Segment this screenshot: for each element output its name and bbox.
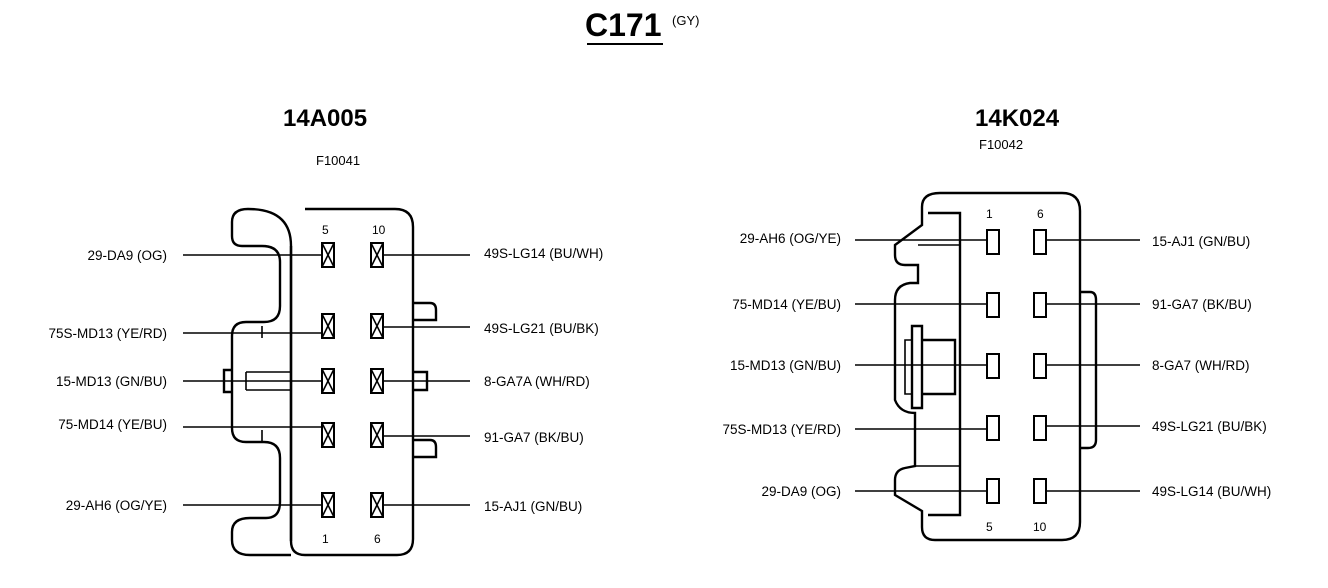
latch-lower-right [413,438,438,459]
wire-label: 8-GA7A (WH/RD) [484,374,590,389]
wire-label: 49S-LG14 (BU/WH) [1152,484,1271,499]
diagram-title: C171 [585,7,662,43]
wire-label: 8-GA7 (WH/RD) [1152,358,1250,373]
terminal-cavity [370,422,384,448]
connector-14k024: 14K024 F10042 1 6 5 10 [722,105,1271,542]
wire-label: 15-AJ1 (GN/BU) [1152,234,1250,249]
pin-number-1: 1 [986,207,993,221]
pin-number-10: 10 [372,223,386,237]
connector-figure-id: F10042 [979,137,1023,152]
pin-number-1: 1 [322,532,329,546]
title-color-code: (GY) [672,13,699,28]
wire-label: 49S-LG21 (BU/BK) [1152,419,1267,434]
wire-label: 49S-LG21 (BU/BK) [484,321,599,336]
wire-label: 49S-LG14 (BU/WH) [484,246,603,261]
terminal-cavity [1033,478,1047,504]
wire-label: 75-MD14 (YE/BU) [732,297,841,312]
terminal-cavity [986,292,1000,318]
terminal-cavity [1033,229,1047,255]
center-lock-body [922,338,957,396]
center-lock-cap [904,339,913,395]
connector-14a005: 14A005 F10041 5 10 1 6 [48,105,603,557]
terminal-cavity [986,229,1000,255]
terminal-cavity [986,353,1000,379]
wire-label: 91-GA7 (BK/BU) [1152,297,1252,312]
terminal-cavities [986,229,1047,504]
pin-number-6: 6 [1037,207,1044,221]
latch-upper-right [413,301,438,322]
terminal-cavity [1033,415,1047,441]
terminal-cavity [370,313,384,339]
wire-label: 91-GA7 (BK/BU) [484,430,584,445]
wire-label: 75S-MD13 (YE/RD) [48,326,167,341]
pin-number-5: 5 [322,223,329,237]
wire-label: 29-AH6 (OG/YE) [740,231,841,246]
terminal-cavity [321,368,335,394]
wire-label: 29-DA9 (OG) [761,484,841,499]
connector-part-number: 14K024 [975,105,1060,132]
leader-lines [183,254,470,506]
wire-label: 75S-MD13 (YE/RD) [722,422,841,437]
terminal-cavity [321,422,335,448]
connector-figure-id: F10041 [316,153,360,168]
terminal-cavity [370,368,384,394]
terminal-cavity [1033,353,1047,379]
housing-ribs [915,244,960,467]
terminal-cavity [321,313,335,339]
leader-lines [855,239,1140,492]
wire-label: 29-DA9 (OG) [87,248,167,263]
terminal-cavity [986,415,1000,441]
center-lock-tab [910,324,924,410]
wire-label: 15-AJ1 (GN/BU) [484,499,582,514]
pin-number-6: 6 [374,532,381,546]
housing-inner-channel [928,211,962,517]
wire-label: 29-AH6 (OG/YE) [66,498,167,513]
pin-number-5: 5 [986,520,993,534]
terminal-cavity [986,478,1000,504]
wire-label: 15-MD13 (GN/BU) [56,374,167,389]
wire-label: 15-MD13 (GN/BU) [730,358,841,373]
terminal-cavity [321,242,335,268]
terminal-cavity [1033,292,1047,318]
connector-housing [893,191,1082,542]
side-rail-right [1080,290,1098,450]
connector-housing [230,207,415,557]
wire-label: 75-MD14 (YE/BU) [58,417,167,432]
pin-number-10: 10 [1033,520,1047,534]
terminal-cavity [370,242,384,268]
terminal-cavity [321,492,335,518]
terminal-cavity [370,492,384,518]
connector-part-number: 14A005 [283,105,367,132]
terminal-cavities [321,242,384,518]
